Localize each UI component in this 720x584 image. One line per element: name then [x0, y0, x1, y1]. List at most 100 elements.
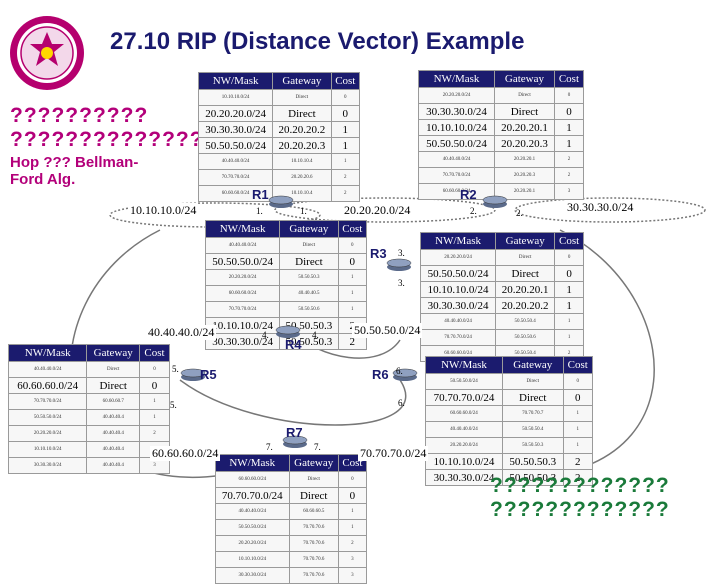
cell-nw-mask: 30.30.30.0/24 — [417, 103, 496, 120]
cell-cost: 1 — [554, 281, 584, 298]
cell-cost: 2 — [553, 151, 585, 168]
cell-gateway: 70.70.70.6 — [288, 535, 339, 552]
cell-cost: 1 — [330, 121, 361, 138]
router-label-r7: R7 — [286, 425, 303, 440]
cell-nw-mask: 40.40.40.0/24 — [419, 313, 497, 330]
interface-label: 6. — [396, 366, 403, 376]
cell-cost: 2 — [138, 425, 171, 442]
cell-gateway: 50.50.50.3 — [501, 453, 564, 470]
cell-cost: 1 — [554, 297, 584, 314]
cell-nw-mask: 50.50.50.0/24 — [7, 409, 88, 426]
cell-gateway: 50.50.50.3 — [501, 437, 564, 454]
cell-gateway: 50.50.50.4 — [495, 313, 556, 330]
cell-gateway: Direct — [279, 253, 339, 270]
network-label-50: 50.50.50.0/24 — [352, 323, 423, 338]
cell-cost: 2 — [553, 167, 585, 184]
cell-gateway: 40.40.40.4 — [86, 441, 140, 458]
network-label-70: 70.70.70.0/24 — [358, 446, 429, 461]
col-gateway: Gateway — [86, 344, 140, 362]
router-label-r4: R4 — [285, 337, 302, 352]
cell-nw-mask: 10.10.10.0/24 — [7, 441, 88, 458]
interface-label: 6. — [398, 398, 405, 408]
cell-nw-mask: 60.60.60.0/24 — [215, 471, 290, 488]
interface-label: 2. — [516, 208, 523, 218]
cell-nw-mask: 50.50.50.0/24 — [417, 135, 496, 152]
cell-cost: 1 — [138, 393, 171, 410]
cell-nw-mask: 60.60.60.0/24 — [204, 285, 281, 302]
cell-gateway: Direct — [495, 265, 556, 282]
cell-gateway: 20.20.20.3 — [494, 135, 555, 152]
col-gateway: Gateway — [495, 232, 556, 250]
cell-gateway: 70.70.70.6 — [288, 567, 339, 584]
cell-cost: 1 — [562, 421, 594, 438]
bottom-note-line1: ????????????? — [490, 474, 670, 497]
cell-cost: 1 — [554, 313, 584, 330]
cell-gateway: 50.50.50.6 — [279, 301, 339, 318]
cell-cost: 0 — [554, 249, 584, 266]
cell-gateway: 60.60.60.5 — [288, 503, 339, 520]
cell-nw-mask: 10.10.10.0/24 — [417, 119, 496, 136]
cell-nw-mask: 30.30.30.0/24 — [7, 457, 88, 474]
cell-nw-mask: 30.30.30.0/24 — [197, 121, 274, 138]
cell-gateway: Direct — [494, 87, 555, 104]
interface-label: 7. — [314, 442, 321, 452]
cell-nw-mask: 70.70.70.0/24 — [7, 393, 88, 410]
router-icon — [275, 325, 301, 338]
cell-gateway: Direct — [501, 373, 564, 390]
bottom-note-line2: ????????????? — [490, 498, 670, 521]
cell-nw-mask: 70.70.70.0/24 — [419, 329, 497, 346]
cell-cost: 1 — [138, 409, 171, 426]
university-seal-logo — [10, 16, 84, 90]
cell-nw-mask: 50.50.50.0/24 — [425, 373, 503, 390]
cell-nw-mask: 40.40.40.0/24 — [204, 237, 281, 254]
cell-cost: 0 — [337, 471, 368, 488]
cell-gateway: Direct — [279, 237, 339, 254]
cell-cost: 1 — [337, 519, 368, 536]
router-icon — [392, 368, 418, 381]
cell-gateway: 50.50.50.3 — [279, 269, 339, 286]
cell-nw-mask: 20.20.20.0/24 — [419, 249, 497, 266]
cell-nw-mask: 60.60.60.0/24 — [7, 377, 88, 394]
cell-cost: 0 — [554, 265, 584, 282]
cell-nw-mask: 70.70.70.0/24 — [417, 167, 496, 184]
cell-nw-mask: 10.10.10.0/24 — [204, 317, 281, 334]
bottom-note: ????????????? ????????????? — [490, 474, 670, 522]
cell-gateway: 20.20.20.1 — [494, 119, 555, 136]
cell-gateway: 70.70.70.6 — [288, 519, 339, 536]
router-label-r1: R1 — [252, 187, 269, 202]
cell-gateway: 70.70.70.6 — [288, 551, 339, 568]
cell-nw-mask: 20.20.20.0/24 — [197, 105, 274, 122]
side-note: ?????????? ?????????????? Hop ??? Bellma… — [10, 104, 204, 188]
cell-cost: 0 — [562, 373, 594, 390]
cell-cost: 1 — [553, 135, 585, 152]
cell-cost: 3 — [553, 183, 585, 200]
interface-label: 7. — [266, 442, 273, 452]
router-icon — [282, 435, 308, 448]
cell-gateway: Direct — [288, 471, 339, 488]
cell-cost: 3 — [337, 567, 368, 584]
cell-nw-mask: 50.50.50.0/24 — [215, 519, 290, 536]
interface-label: 3. — [398, 278, 405, 288]
router-label-r2: R2 — [460, 187, 477, 202]
interface-label: 5. — [170, 400, 177, 410]
cell-gateway: 20.20.20.2 — [495, 297, 556, 314]
